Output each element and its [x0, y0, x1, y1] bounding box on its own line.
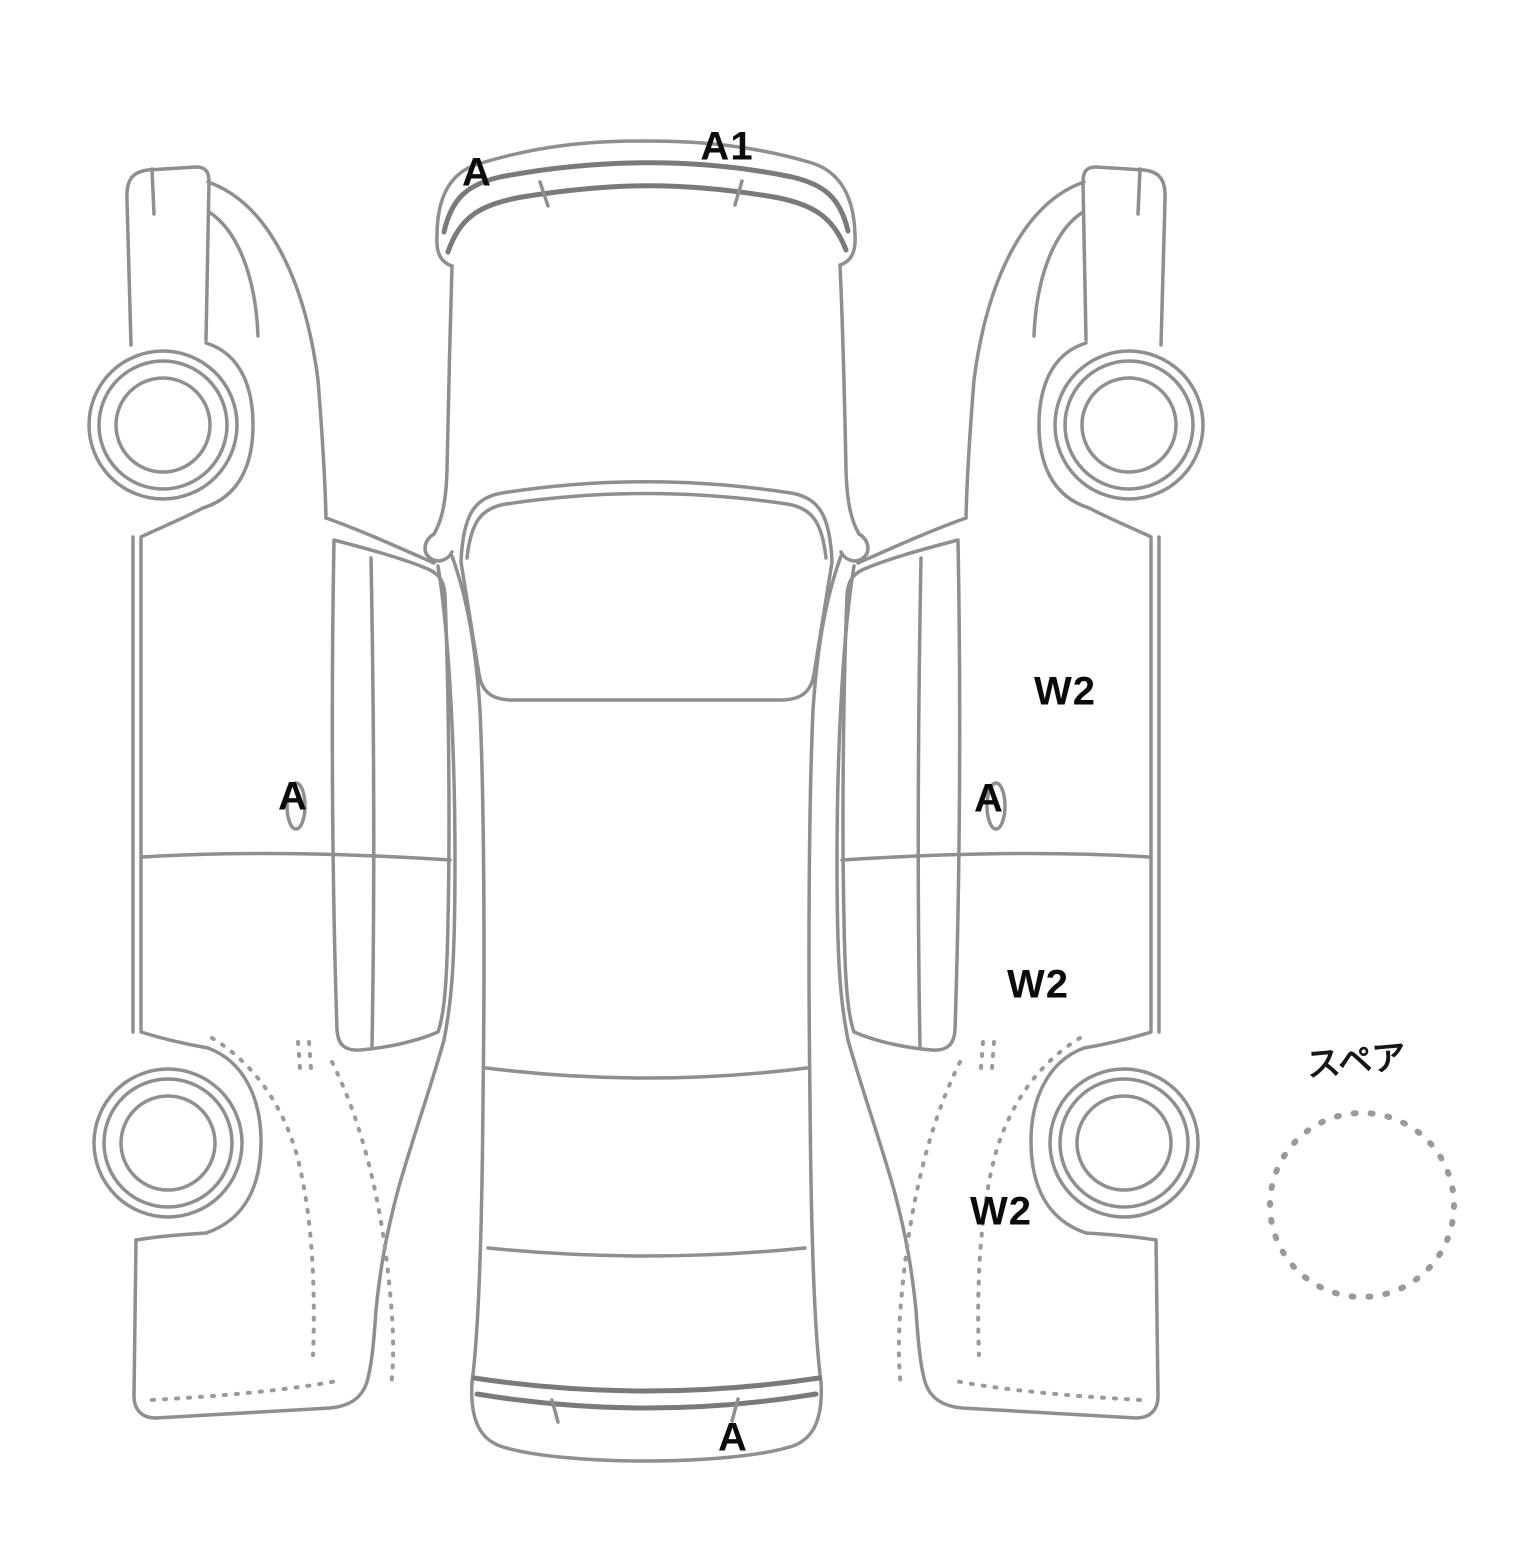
top-view	[423, 139, 870, 1463]
left-side-view	[87, 165, 457, 1420]
spare-tire-label: スペア	[1305, 1038, 1408, 1085]
damage-marker-right-rear-lower: W2	[970, 1189, 1032, 1234]
damage-marker-rear-center: A	[718, 1415, 748, 1460]
damage-marker-left-door: A	[278, 774, 308, 819]
damage-marker-right-quarter-upper: W2	[1034, 669, 1096, 714]
damage-marker-front-left: A	[462, 150, 492, 195]
spare-tire-circle	[1267, 1110, 1457, 1300]
damage-marker-right-door: A	[974, 776, 1004, 821]
damage-marker-front-center: A1	[700, 124, 754, 169]
damage-marker-right-rear-mid: W2	[1007, 962, 1069, 1007]
